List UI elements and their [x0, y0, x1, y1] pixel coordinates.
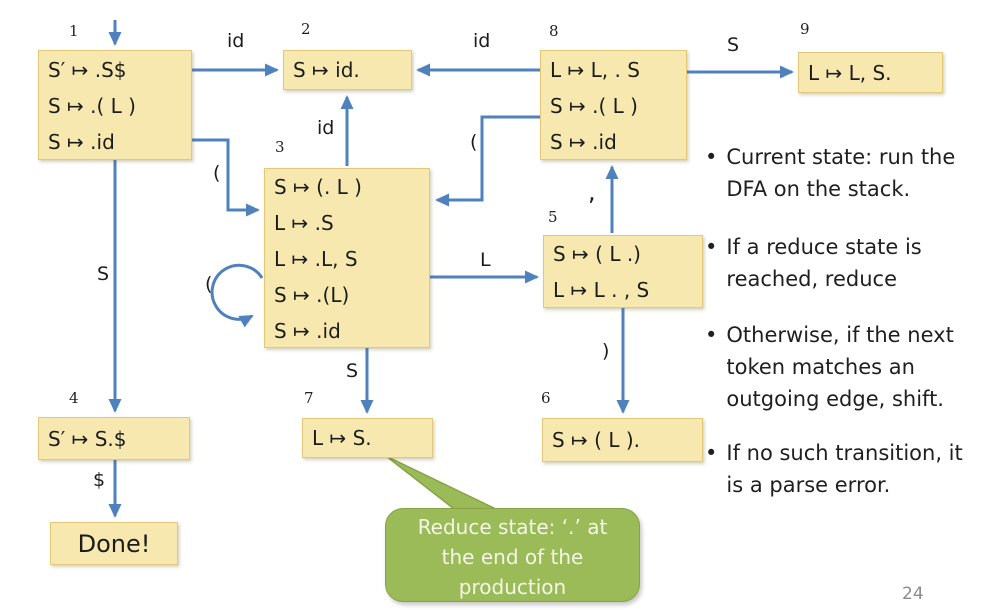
- edge-label-s3-loop: (: [205, 273, 213, 295]
- production: L ↦ S.: [312, 426, 372, 450]
- state-2-number: 2: [301, 20, 311, 38]
- state-9-box: L ↦ L, S.: [798, 52, 943, 93]
- note-item: • If no such transition, it is a parse e…: [705, 437, 967, 501]
- state-5-number: 5: [548, 208, 558, 226]
- state-4-box: S′ ↦ S.$: [38, 417, 190, 460]
- done-label: Done!: [77, 529, 151, 558]
- note-item: • If a reduce state is reached, reduce: [705, 231, 967, 295]
- arrow-s1-to-s3: [192, 138, 260, 217]
- production: S′ ↦ S.$: [48, 426, 127, 451]
- production: S ↦ .id: [48, 130, 115, 154]
- production: L ↦ .S: [274, 211, 334, 235]
- state-6-number: 6: [541, 389, 551, 407]
- production: S ↦ id.: [293, 58, 360, 82]
- callout-tail: [385, 455, 503, 513]
- production: L ↦ L, S.: [808, 60, 892, 85]
- state-8-number: 8: [549, 22, 559, 40]
- state-6-box: S ↦ ( L ).: [542, 418, 703, 462]
- edge-label-s4-done: $: [93, 469, 106, 491]
- state-4-number: 4: [69, 389, 79, 407]
- bullet-marker: •: [705, 145, 718, 169]
- production: L ↦ L, . S: [550, 58, 640, 82]
- state-8-box: L ↦ L, . S S ↦ .( L ) S ↦ .id: [540, 50, 687, 160]
- state-3-box: S ↦ (. L ) L ↦ .S L ↦ .L, S S ↦ .(L) S ↦…: [264, 168, 430, 348]
- production: S′ ↦ .S$: [48, 58, 127, 82]
- edge-label-s1-s2: id: [227, 30, 245, 52]
- state-1-box: S′ ↦ .S$ S ↦ .( L ) S ↦ .id: [38, 50, 192, 160]
- production: S ↦ .( L ): [550, 94, 638, 118]
- production: L ↦ .L, S: [274, 247, 358, 271]
- page-number: 24: [902, 584, 924, 604]
- note-item: • Current state: run the DFA on the stac…: [705, 141, 967, 205]
- production: L ↦ L . , S: [553, 278, 650, 302]
- edge-label-s3-s7: S: [346, 360, 359, 382]
- bullet-marker: •: [705, 441, 718, 465]
- bullet-text: If no such transition, it is a parse err…: [726, 441, 963, 497]
- edge-label-s8-s2: id: [473, 30, 491, 52]
- production: S ↦ ( L .): [553, 242, 641, 266]
- state-7-box: L ↦ S.: [302, 418, 433, 458]
- edge-label-s3-s5: L: [480, 249, 491, 271]
- edge-label-s8-s9: S: [727, 34, 740, 56]
- arrow-s3-self-loop: [210, 263, 264, 328]
- edge-label-s1-s3: (: [213, 162, 221, 184]
- production: S ↦ ( L ).: [552, 428, 640, 452]
- bullet-text: If a reduce state is reached, reduce: [726, 235, 922, 291]
- callout-line: production: [458, 575, 567, 599]
- callout-line: the end of the: [441, 545, 584, 569]
- edge-label-s5-s8: ,: [588, 178, 596, 206]
- edge-label-s5-s6: ): [602, 340, 610, 362]
- bullet-marker: •: [705, 235, 718, 259]
- state-9-number: 9: [800, 20, 810, 38]
- bullet-marker: •: [705, 323, 718, 347]
- production: S ↦ .(L): [274, 283, 350, 307]
- edge-label-s1-s4: S: [97, 263, 110, 285]
- callout-line: Reduce state: ‘.’ at: [417, 515, 608, 539]
- production: S ↦ .id: [274, 319, 341, 343]
- production: S ↦ .id: [550, 130, 617, 154]
- state-3-number: 3: [275, 138, 285, 156]
- done-box: Done!: [50, 522, 178, 565]
- production: S ↦ .( L ): [48, 94, 136, 118]
- bullet-text: Otherwise, if the next token matches an …: [726, 323, 954, 411]
- bullet-text: Current state: run the DFA on the stack.: [726, 145, 956, 201]
- state-5-box: S ↦ ( L .) L ↦ L . , S: [543, 235, 703, 308]
- edge-label-s8-s3: (: [470, 131, 478, 153]
- reduce-state-callout: Reduce state: ‘.’ at the end of the prod…: [385, 508, 640, 602]
- state-7-number: 7: [304, 389, 314, 407]
- production: S ↦ (. L ): [274, 175, 362, 199]
- note-item: • Otherwise, if the next token matches a…: [705, 319, 967, 415]
- state-2-box: S ↦ id.: [283, 50, 412, 90]
- state-1-number: 1: [69, 22, 79, 40]
- arrow-s8-to-s3: [435, 115, 540, 207]
- edge-label-s3-s2: id: [317, 117, 335, 139]
